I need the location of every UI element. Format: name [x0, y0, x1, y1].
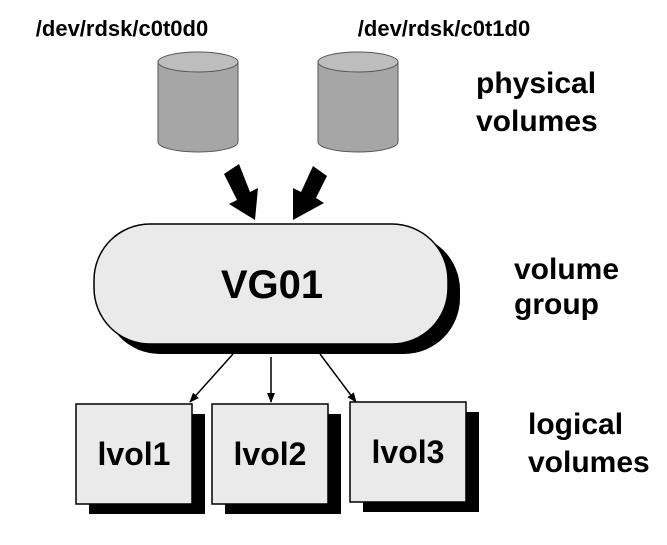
logical-volume-3: lvol3: [349, 401, 479, 512]
logical-volumes-label-line1: logical: [528, 408, 623, 441]
disk2-to-vg-arrow: [293, 166, 327, 220]
volume-group-label-line2: group: [514, 288, 599, 321]
logical-volume-1: lvol1: [75, 403, 205, 514]
disk-label-c0t0d0: /dev/rdsk/c0t0d0: [36, 16, 208, 41]
logical-volume-2: lvol2: [211, 403, 341, 514]
physical-volumes-label-line1: physical: [476, 67, 596, 100]
vg-to-lvol1-arrow: [189, 353, 234, 403]
logical-volumes-label-line2: volumes: [528, 446, 650, 479]
vg-to-lvol3-arrow: [319, 353, 357, 403]
physical-disk-2: [317, 51, 399, 153]
physical-volumes-label-line2: volumes: [476, 105, 598, 138]
volume-group-box: [93, 223, 449, 345]
disk-label-c0t1d0: /dev/rdsk/c0t1d0: [358, 16, 530, 41]
lvol3-label: lvol3: [372, 434, 445, 470]
lvol2-label: lvol2: [234, 436, 307, 472]
disk1-to-vg-arrow: [224, 164, 258, 220]
volume-group-label-line1: volume: [514, 253, 619, 286]
physical-disk-1: [157, 51, 239, 153]
volume-group-name: VG01: [221, 263, 323, 307]
lvol1-label: lvol1: [98, 436, 171, 472]
